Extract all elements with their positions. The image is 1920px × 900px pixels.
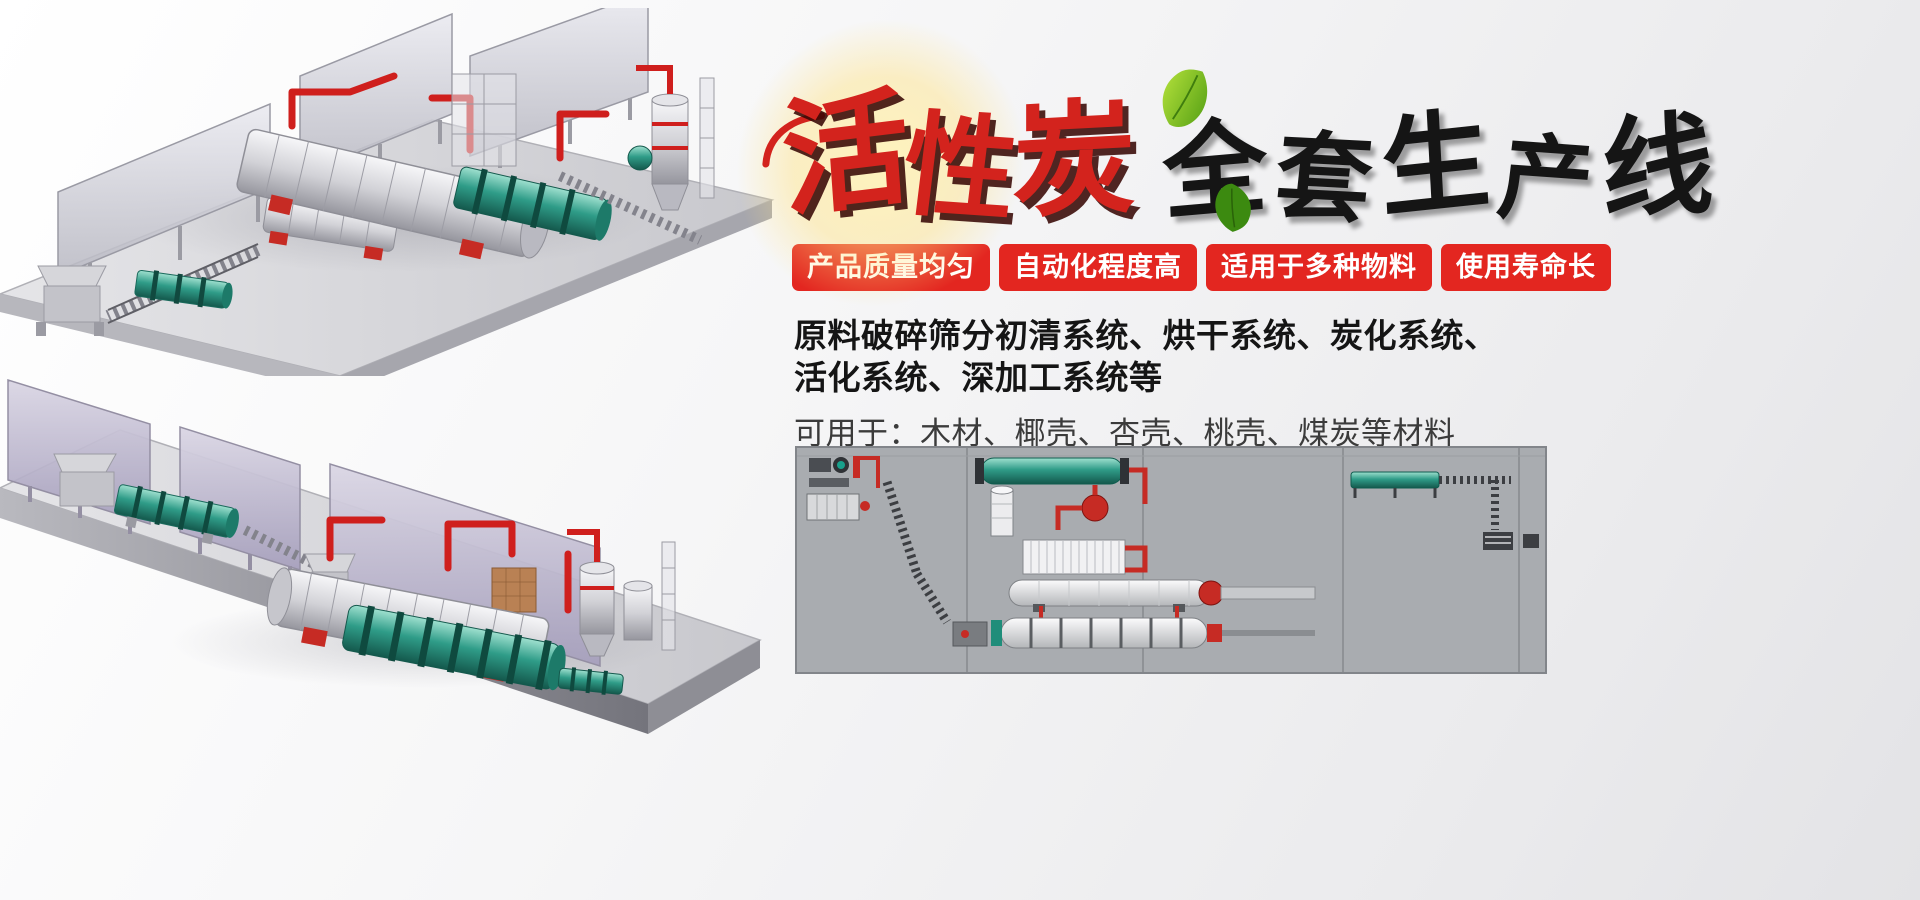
- support-tower: [451, 73, 517, 167]
- crusher-station: [806, 456, 880, 521]
- furnace-cluster: [627, 65, 715, 211]
- badge-long-life: 使用寿命长: [1441, 244, 1611, 291]
- furnace-tanks: [557, 529, 676, 695]
- badge-high-automation: 自动化程度高: [999, 244, 1197, 291]
- materials-line: 可用于：木材、椰壳、杏壳、桃壳、煤炭等材料: [794, 416, 1456, 452]
- render-top-illustration: [0, 8, 775, 376]
- plant-layout-schematic: [795, 446, 1547, 674]
- hero-content: 活性炭 全套生产线 产品质量均匀 自动化程度高 适用于多种物料 使用寿命长 原料…: [727, 0, 1916, 900]
- product-renders: [0, 0, 782, 900]
- main-title: 活性炭 全套生产线: [727, 18, 1920, 308]
- systems-line-2: 活化系统、深加工系统等: [794, 359, 1163, 397]
- carbonization-furnace: [1008, 579, 1316, 612]
- systems-description: 原料破碎筛分初清系统、烘干系统、炭化系统、 活化系统、深加工系统等: [794, 315, 1916, 399]
- systems-line-1: 原料破碎筛分初清系统、烘干系统、炭化系统、: [794, 317, 1498, 354]
- hopper-unit: [36, 265, 107, 336]
- crusher-drum: [134, 270, 233, 309]
- brush-swoosh-decoration: [762, 112, 826, 168]
- red-piping: [326, 516, 572, 614]
- badge-multi-material: 适用于多种物料: [1206, 244, 1432, 291]
- burner-box: [952, 621, 988, 647]
- packing-line: [1350, 471, 1539, 550]
- cyclone-tank: [990, 485, 1014, 537]
- hot-air-fan: [1055, 485, 1109, 530]
- leaf-icon: [1162, 69, 1208, 127]
- cooling-drum: [453, 166, 612, 241]
- crusher-drum: [114, 484, 239, 545]
- leaf-icon: [1215, 183, 1251, 232]
- incline-conveyor: [882, 480, 951, 625]
- brick-kiln-block: [491, 567, 537, 613]
- carbonization-drum: [342, 604, 566, 691]
- cooler-radiator: [1022, 539, 1148, 575]
- activation-furnace: [991, 606, 1315, 649]
- dryer-drum: [975, 457, 1148, 504]
- title-red-part: 活性炭: [777, 76, 1137, 236]
- discharge-conveyor: [557, 171, 703, 245]
- hopper-unit: [53, 453, 117, 507]
- render-bottom-illustration: [0, 378, 762, 734]
